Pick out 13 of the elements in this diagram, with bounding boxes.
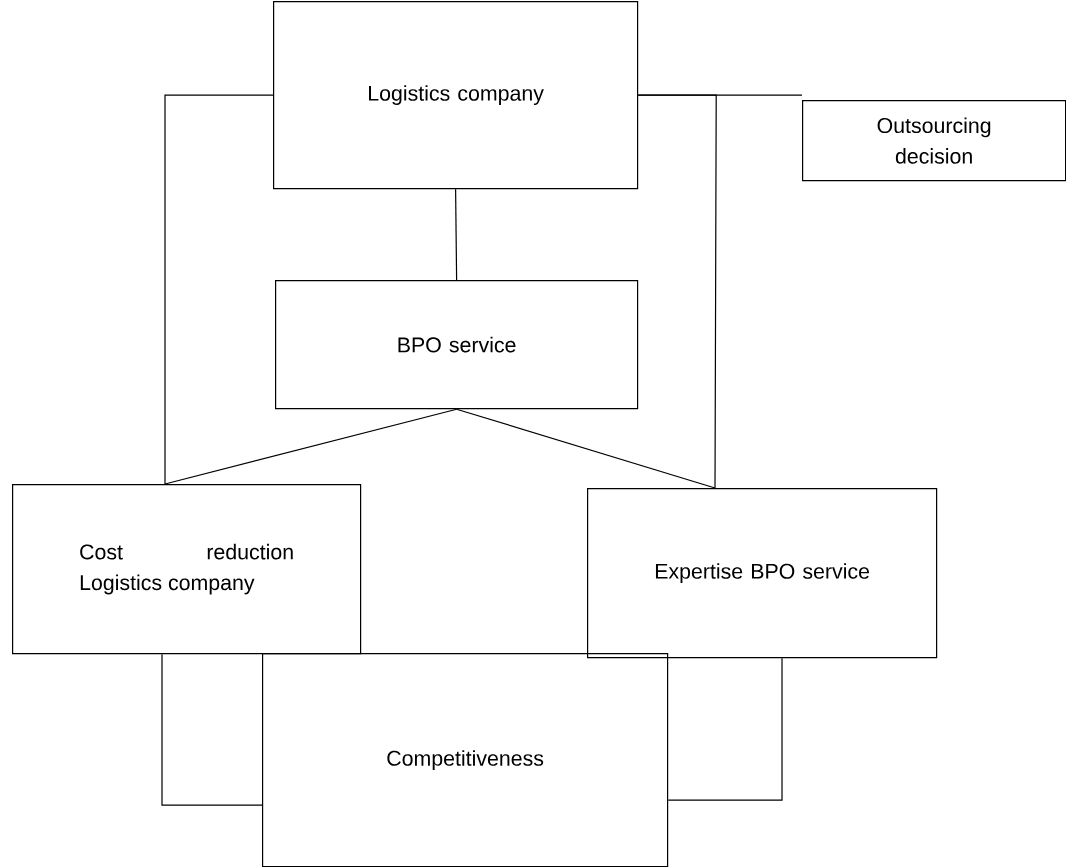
process-box: Competitiveness bbox=[262, 653, 669, 867]
process-box: Logistics company bbox=[273, 1, 639, 190]
connector-line bbox=[455, 188, 458, 281]
connector-line bbox=[667, 657, 783, 801]
process-box: Cost reduction Logistics company bbox=[12, 484, 362, 655]
connector-line bbox=[164, 408, 458, 485]
connector-line bbox=[161, 653, 263, 806]
connector-line bbox=[637, 94, 717, 489]
process-box: Outsourcing decision bbox=[802, 100, 1066, 182]
process-box: BPO service bbox=[275, 280, 639, 410]
connector-line bbox=[164, 94, 274, 485]
connector-line bbox=[456, 408, 716, 489]
process-box: Expertise BPO service bbox=[587, 488, 938, 659]
